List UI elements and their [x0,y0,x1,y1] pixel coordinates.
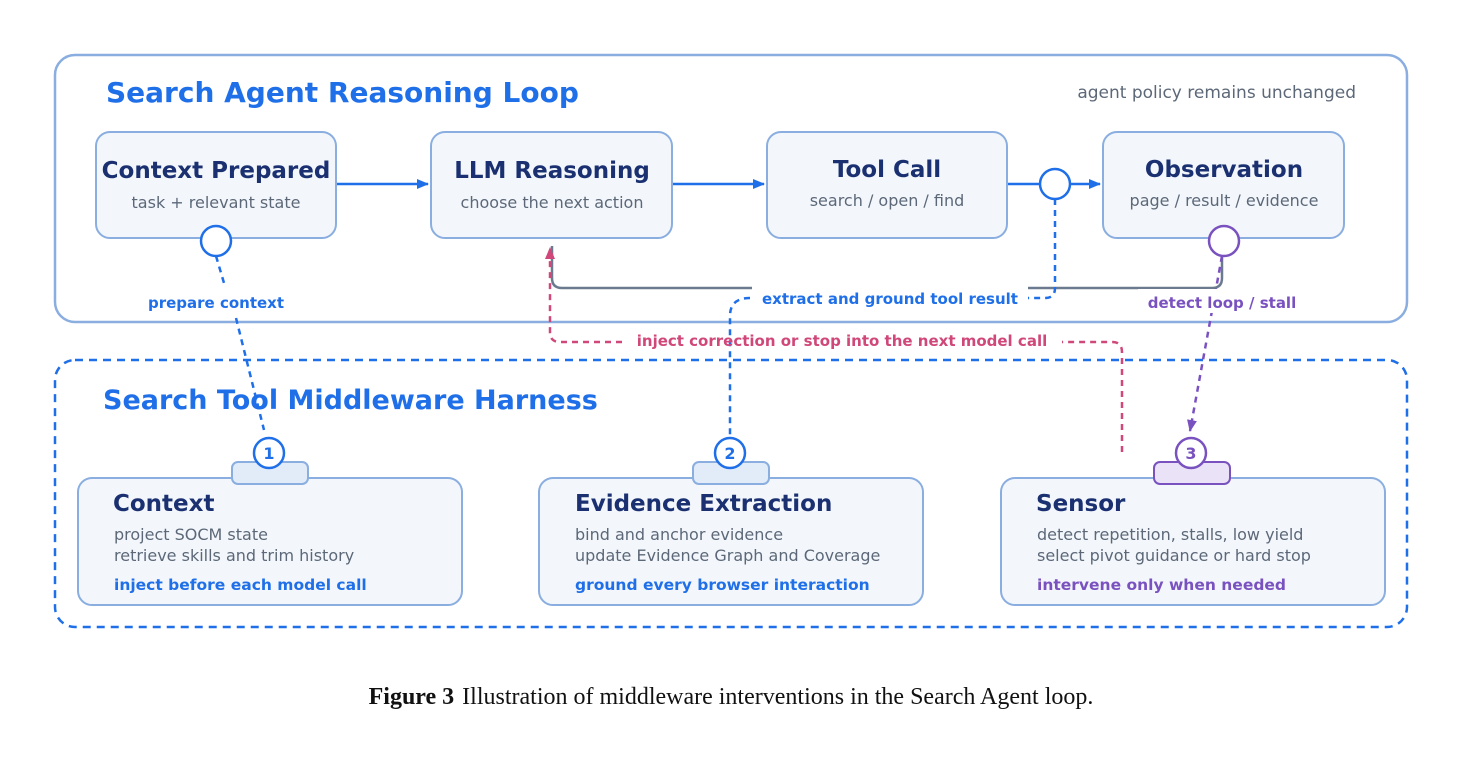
connector-detect-loop [1187,255,1224,432]
stage-llm-reasoning: LLM Reasoning choose the next action [430,131,673,239]
stage-subtitle: search / open / find [810,191,965,210]
module-line: project SOCM state [114,525,268,544]
step-badge-icon [252,436,286,470]
module-line: select pivot guidance or hard stop [1037,546,1311,565]
extract-label-backdrop [752,286,1028,310]
middleware-diagram: Search Agent Reasoning Loop agent policy… [53,53,1409,629]
module-context: 1 Context project SOCM state retrieve sk… [77,436,463,606]
stage-context-prepared: Context Prepared task + relevant state [95,131,337,239]
tool-hook-icon [1038,167,1072,201]
detect-loop-label: detect loop / stall [1148,294,1296,312]
module-line: retrieve skills and trim history [114,546,354,565]
module-title: Context [113,491,214,517]
harness-title: Search Tool Middleware Harness [103,385,598,416]
reasoning-loop-title: Search Agent Reasoning Loop [106,76,579,109]
stage-title: Tool Call [833,157,941,183]
stage-title: Context Prepared [102,158,331,184]
stage-title: Observation [1145,157,1303,183]
policy-note: agent policy remains unchanged [1077,83,1356,103]
stage-observation: Observation page / result / evidence [1102,131,1345,239]
step-badge-icon [1174,436,1208,470]
module-tagline: inject before each model call [114,576,367,594]
module-title: Evidence Extraction [575,491,832,517]
stage-title: LLM Reasoning [454,158,650,184]
module-sensor: 3 Sensor detect repetition, stalls, low … [1000,436,1386,606]
connector-inject-correction [550,248,1124,452]
connector-prepare-context [214,255,266,431]
module-tagline: intervene only when needed [1037,576,1286,594]
stage-subtitle: page / result / evidence [1130,191,1319,210]
step-number: 1 [263,444,274,463]
module-title: Sensor [1036,491,1126,517]
stage-subtitle: task + relevant state [132,193,301,212]
step-number: 3 [1185,444,1196,463]
module-line: bind and anchor evidence [575,525,783,544]
module-line: detect repetition, stalls, low yield [1037,525,1303,544]
extract-ground-label: extract and ground tool result [762,290,1018,308]
module-evidence-extraction: 2 Evidence Extraction bind and anchor ev… [538,436,924,606]
context-hook-icon [199,224,233,258]
module-line: update Evidence Graph and Coverage [575,546,880,565]
inject-correction-label: inject correction or stop into the next … [637,332,1047,350]
module-tagline: ground every browser interaction [575,576,870,594]
detect-label-backdrop [1138,289,1308,313]
stage-subtitle: choose the next action [461,193,644,212]
step-number: 2 [724,444,735,463]
figure-caption: Figure 3 Illustration of middleware inter… [0,684,1462,711]
harness-frame [53,358,1409,629]
prepare-context-label: prepare context [148,294,284,312]
step-badge-icon [713,436,747,470]
caption-text: Illustration of middleware interventions… [462,684,1094,710]
stage-tool-call: Tool Call search / open / find [766,131,1008,239]
observation-hook-icon [1207,224,1241,258]
caption-label: Figure 3 [368,684,455,710]
connector-extract-ground [728,199,1057,436]
